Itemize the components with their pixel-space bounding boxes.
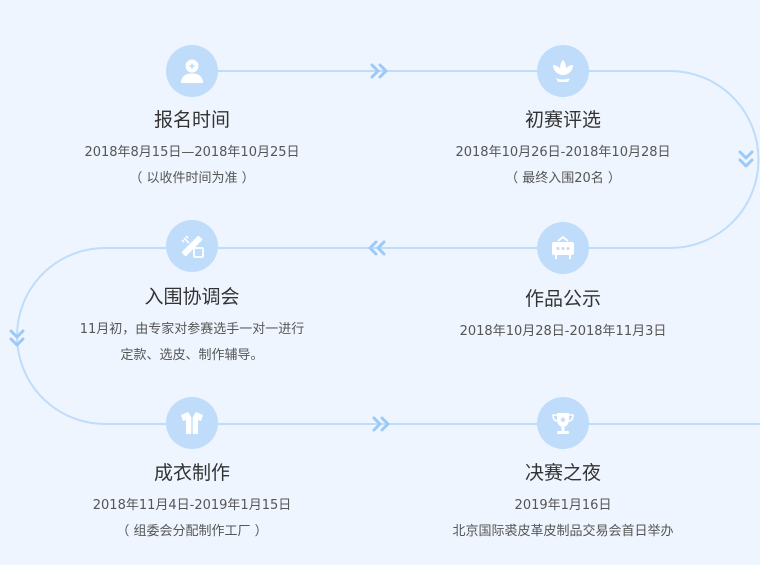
stage-note: （ 组委会分配制作工厂 ） xyxy=(42,519,342,545)
stage-title: 决赛之夜 xyxy=(413,461,713,485)
coordination-block: 入围协调会 11月初，由专家对参赛选手一对一进行 定款、选皮、制作辅导。 xyxy=(42,285,342,369)
trophy-icon xyxy=(548,408,578,438)
stage-date: 2018年11月4日-2019年1月15日 xyxy=(42,493,342,519)
arrow-down-icon xyxy=(740,152,752,166)
shirt-icon xyxy=(177,408,207,438)
stage-date: 2018年8月15日—2018年10月25日 xyxy=(42,140,342,166)
preliminary-block: 初赛评选 2018年10月26日-2018年10月28日 （ 最终入围20名 ） xyxy=(413,108,713,192)
stage-note: （ 以收件时间为准 ） xyxy=(42,166,342,192)
final-node xyxy=(537,397,589,449)
stage-date: 2019年1月16日 xyxy=(413,493,713,519)
stage-note: （ 最终入围20名 ） xyxy=(413,166,713,192)
garment-block: 成衣制作 2018年11月4日-2019年1月15日 （ 组委会分配制作工厂 ） xyxy=(42,461,342,545)
final-block: 决赛之夜 2019年1月16日 北京国际裘皮革皮制品交易会首日举办 xyxy=(413,461,713,545)
stage-desc: 11月初，由专家对参赛选手一对一进行 xyxy=(42,317,342,343)
coordination-node xyxy=(166,220,218,272)
stage-desc: 定款、选皮、制作辅导。 xyxy=(42,343,342,369)
billboard-icon xyxy=(548,233,578,263)
publicity-node xyxy=(537,222,589,274)
user-plus-icon xyxy=(177,56,207,86)
stage-title: 初赛评选 xyxy=(413,108,713,132)
stage-title: 成衣制作 xyxy=(42,461,342,485)
publicity-block: 作品公示 2018年10月28日-2018年11月3日 xyxy=(413,287,713,345)
stage-date: 2018年10月28日-2018年11月3日 xyxy=(413,319,713,345)
registration-block: 报名时间 2018年8月15日—2018年10月25日 （ 以收件时间为准 ） xyxy=(42,108,342,192)
stage-venue: 北京国际裘皮革皮制品交易会首日举办 xyxy=(413,519,713,545)
pencil-ruler-icon xyxy=(177,231,207,261)
stage-title: 报名时间 xyxy=(42,108,342,132)
garment-node xyxy=(166,397,218,449)
stage-title: 入围协调会 xyxy=(42,285,342,309)
lotus-icon xyxy=(548,56,578,86)
registration-node xyxy=(166,45,218,97)
preliminary-node xyxy=(537,45,589,97)
stage-title: 作品公示 xyxy=(413,287,713,311)
stage-date: 2018年10月26日-2018年10月28日 xyxy=(413,140,713,166)
